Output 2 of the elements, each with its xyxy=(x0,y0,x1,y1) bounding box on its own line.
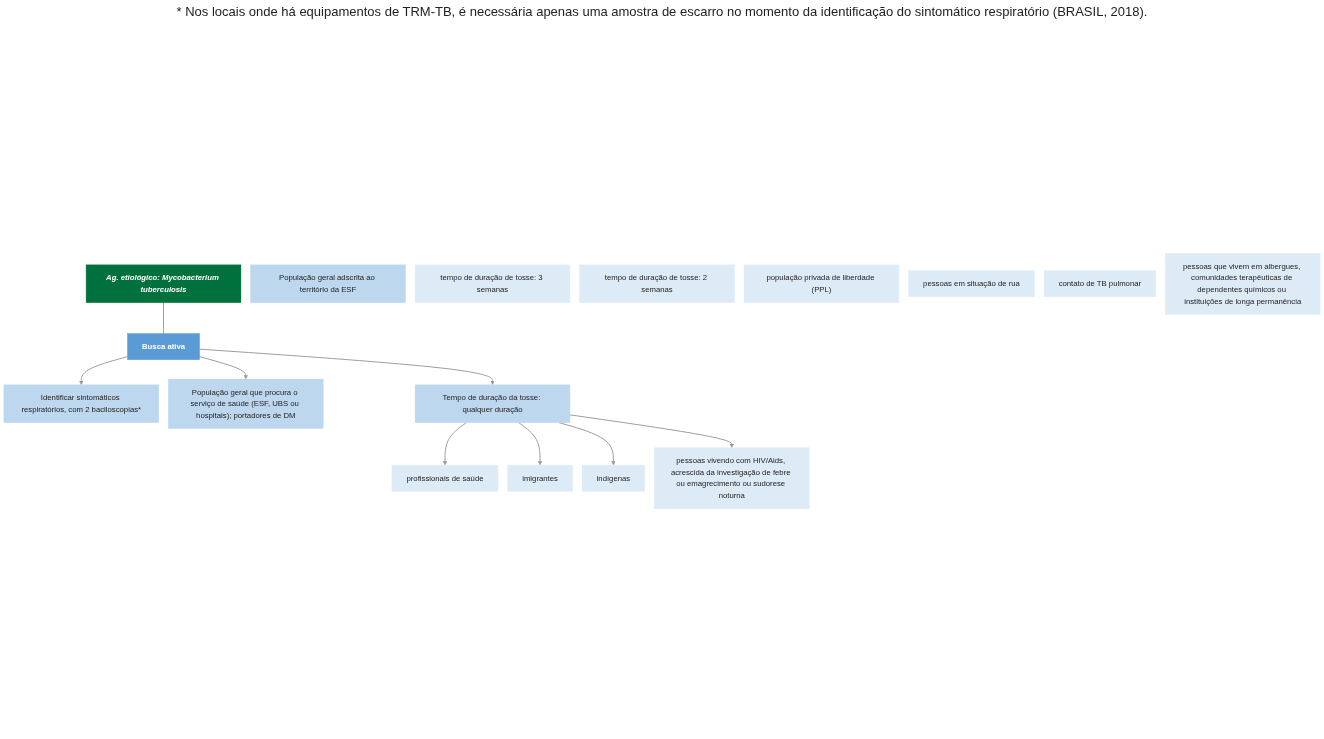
connector xyxy=(163,302,164,335)
footnote: * Nos locais onde há equipamentos de TRM-TB, é necessária apenas uma amostra de escarro no momento da identificação do sintomático respiratório (BRASIL, 2018). xyxy=(176,4,1148,19)
